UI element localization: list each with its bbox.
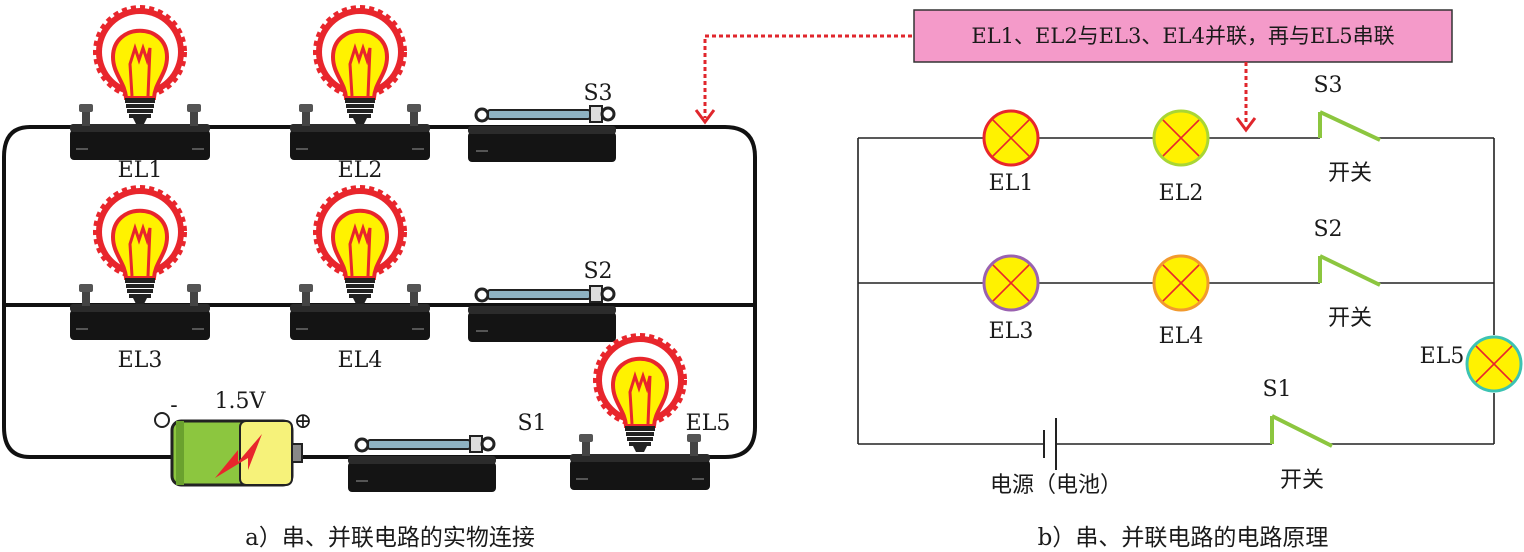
note-box [913, 9, 1453, 63]
label-el1: EL1 [118, 158, 163, 183]
bulb-el3: EL3 [70, 188, 210, 373]
arrowhead-right [1235, 117, 1257, 133]
schematic-switch-s3[interactable]: S3 开关 [1313, 73, 1381, 186]
power-label: 电源（电池） [990, 473, 1122, 498]
schematic-label-el3: EL3 [989, 319, 1034, 344]
schematic-label-el1: EL1 [989, 171, 1034, 196]
schematic-switch-s2[interactable]: S2 开关 [1313, 217, 1381, 331]
schematic-circuit: EL1 EL2 EL3 EL4 EL5 S3 开关 [857, 73, 1523, 551]
switch-s1[interactable]: S1 [346, 411, 547, 494]
wire-loop [2, 125, 757, 459]
switch-text-s2: 开关 [1328, 306, 1372, 331]
switch-s2[interactable]: S2 [466, 259, 618, 344]
label-el3: EL3 [118, 348, 163, 373]
label-s3: S3 [583, 81, 612, 106]
bulb-el4: EL4 [290, 188, 430, 373]
label-s1: S1 [517, 411, 546, 436]
label-el4: EL4 [338, 348, 383, 373]
schematic-label-s1: S1 [1262, 377, 1291, 402]
label-el5: EL5 [686, 411, 731, 436]
note-callout: EL1、EL2与EL3、EL4并联，再与EL5串联 [694, 9, 1453, 133]
label-s2: S2 [583, 259, 612, 284]
battery: 1.5V - ⊕ [154, 389, 312, 487]
bulb-el1: EL1 [70, 8, 210, 183]
schematic-label-el2: EL2 [1159, 181, 1204, 206]
arrow-left [703, 34, 912, 118]
caption-b: b）串、并联电路的电路原理 [1038, 525, 1329, 551]
physical-circuit: EL1 EL2 S3 EL3 EL4 S2 [2, 8, 757, 551]
power-source: 电源（电池） [990, 418, 1122, 498]
switch-text-s3: 开关 [1328, 161, 1372, 186]
lamp-el4: EL4 [1152, 254, 1210, 349]
lamp-el1: EL1 [982, 109, 1040, 196]
schematic-label-s2: S2 [1313, 217, 1342, 242]
schematic-label-el5: EL5 [1420, 344, 1465, 369]
bulb-el2: EL2 [290, 8, 430, 183]
switch-s3[interactable]: S3 [466, 81, 618, 164]
lamp-el5: EL5 [1420, 335, 1523, 393]
switch-text-s1: 开关 [1280, 468, 1324, 493]
battery-plus: ⊕ [294, 409, 312, 434]
schematic-switch-s1[interactable]: S1 开关 [1262, 377, 1333, 493]
caption-a: a）串、并联电路的实物连接 [245, 525, 535, 551]
label-el2: EL2 [338, 158, 383, 183]
arrowhead-left [694, 109, 716, 125]
lamp-el2: EL2 [1152, 109, 1210, 206]
lamp-el3: EL3 [982, 254, 1040, 344]
battery-voltage: 1.5V [215, 389, 267, 414]
bulb-el5: EL5 [570, 336, 730, 490]
battery-minus: - [170, 393, 177, 418]
schematic-label-el4: EL4 [1159, 324, 1204, 349]
note-text: EL1、EL2与EL3、EL4并联，再与EL5串联 [971, 24, 1394, 48]
schematic-label-s3: S3 [1313, 73, 1342, 98]
